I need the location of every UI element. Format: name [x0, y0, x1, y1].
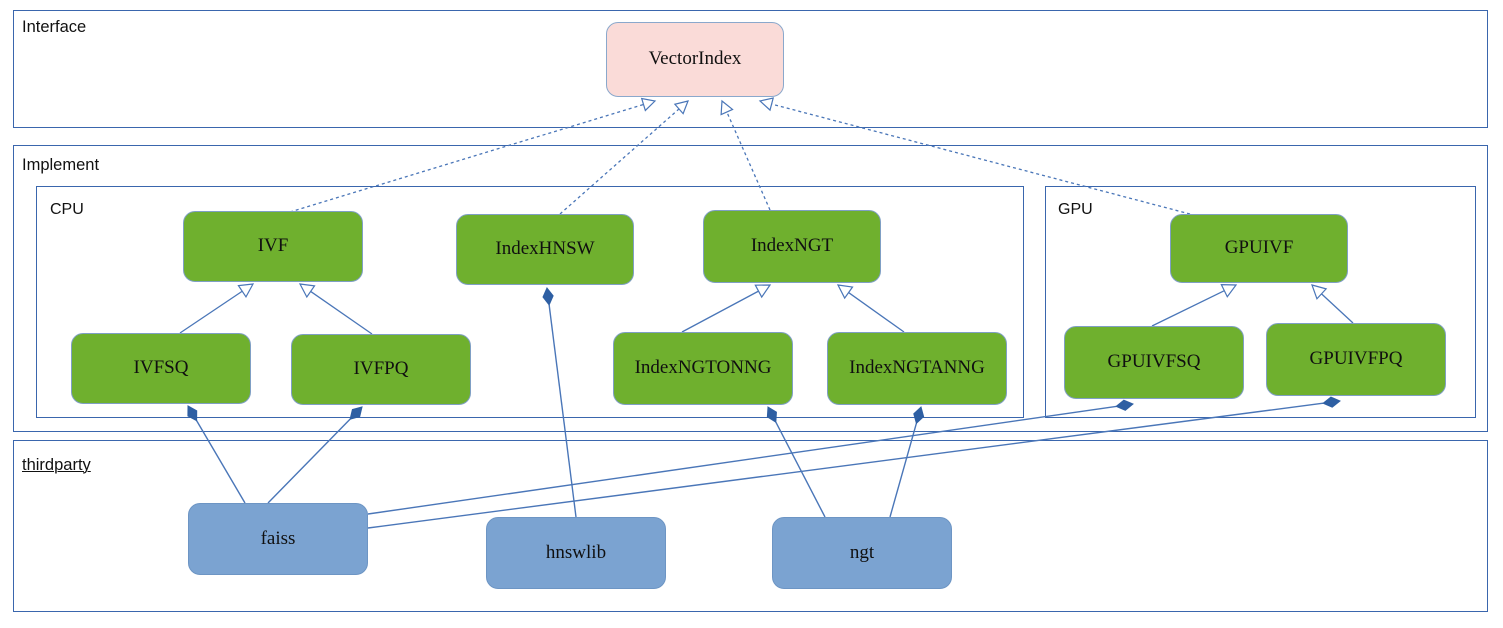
group-label-gpu: GPU [1058, 201, 1093, 218]
node-hnswlib[interactable]: hnswlib [486, 517, 666, 589]
node-ivf[interactable]: IVF [183, 211, 363, 282]
node-label-gpuivf: GPUIVF [1224, 237, 1294, 259]
node-indexhnsw[interactable]: IndexHNSW [456, 214, 634, 285]
edge-faiss-to-gpuivfsq [367, 405, 1117, 515]
node-label-gpuivfsq: GPUIVFSQ [1107, 351, 1201, 373]
edge-faiss-to-gpuivfpq [367, 402, 1324, 529]
node-vectorindex[interactable]: VectorIndex [606, 22, 784, 97]
node-gpuivfpq[interactable]: GPUIVFPQ [1266, 323, 1446, 396]
node-label-ivfpq: IVFPQ [353, 358, 409, 380]
edge-ngt-to-indexngtonng [775, 421, 826, 518]
node-indexngtonng[interactable]: IndexNGTONNG [613, 332, 793, 405]
group-container-implement [13, 145, 1488, 432]
node-label-indexngtanng: IndexNGTANNG [849, 357, 985, 379]
node-faiss[interactable]: faiss [188, 503, 368, 575]
edge-ivfsq-to-ivf [179, 290, 243, 334]
group-label-implement: Implement [22, 156, 100, 174]
edge-indexngt-to-vectorindex [726, 111, 771, 211]
node-indexngt[interactable]: IndexNGT [703, 210, 881, 283]
node-label-vectorindex: VectorIndex [648, 48, 742, 70]
edge-ivfpq-to-ivf [310, 290, 373, 335]
node-gpuivfsq[interactable]: GPUIVFSQ [1064, 326, 1244, 399]
group-container-thirdparty [13, 440, 1488, 612]
edge-ivf-to-vectorindex [289, 103, 644, 213]
edge-ngt-to-indexngtanng [889, 423, 918, 518]
group-container-cpu [36, 186, 1024, 418]
group-label-interface: Interface [22, 18, 87, 36]
group-label-cpu: CPU [50, 201, 84, 218]
edge-hnswlib-to-indexhnsw [548, 304, 577, 518]
node-label-indexngt: IndexNGT [750, 235, 834, 257]
edge-gpuivf-to-vectorindex [771, 103, 1191, 215]
edge-faiss-to-ivfsq [196, 420, 246, 504]
node-label-gpuivfpq: GPUIVFPQ [1309, 348, 1403, 370]
node-label-faiss: faiss [260, 527, 296, 549]
node-label-indexngtonng: IndexNGTONNG [634, 357, 772, 379]
group-container-interface [13, 10, 1488, 128]
group-container-gpu [1045, 186, 1476, 418]
node-label-ivf: IVF [257, 235, 289, 257]
node-label-ivfsq: IVFSQ [133, 357, 189, 379]
edge-gpuivfsq-to-gpuivf [1151, 290, 1225, 327]
node-label-ngt: ngt [849, 541, 875, 563]
node-label-indexhnsw: IndexHNSW [495, 238, 595, 260]
edge-indexngtanng-to-indexngt [848, 292, 905, 333]
edge-faiss-to-ivfpq [267, 418, 351, 504]
edge-indexhnsw-to-vectorindex [559, 108, 680, 215]
node-label-hnswlib: hnswlib [545, 541, 607, 563]
node-ngt[interactable]: ngt [772, 517, 952, 589]
node-gpuivf[interactable]: GPUIVF [1170, 214, 1348, 283]
group-label-thirdparty: thirdparty [22, 456, 91, 475]
node-ivfsq[interactable]: IVFSQ [71, 333, 251, 404]
node-indexngtanng[interactable]: IndexNGTANNG [827, 332, 1007, 405]
edge-indexngtonng-to-indexngt [681, 290, 759, 333]
edge-gpuivfpq-to-gpuivf [1321, 293, 1354, 324]
node-ivfpq[interactable]: IVFPQ [291, 334, 471, 405]
